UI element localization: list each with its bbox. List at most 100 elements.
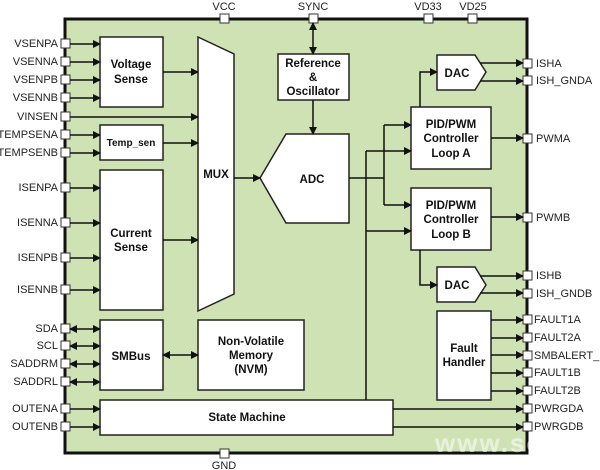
pin-pwma: PWMA [522,133,571,145]
dac-b-block: DAC [436,266,487,303]
pin-isha: ISHA [522,58,562,70]
svg-text:PID/PWM: PID/PWM [426,200,476,212]
svg-text:Loop B: Loop B [431,229,471,241]
voltage-sense-block: Voltage Sense [99,36,164,108]
svg-text:Non-Volatile: Non-Volatile [218,336,284,348]
svg-text:VINSEN: VINSEN [17,111,58,123]
svg-text:ISH_GNDB: ISH_GNDB [536,288,592,300]
svg-text:Memory: Memory [229,350,274,362]
pin-pwrgda: PWRGDA [522,403,584,415]
pin-pwmb: PWMB [522,212,570,224]
pin-sync [308,13,319,24]
right-pins: ISHA ISH_GNDA PWMA PWMB ISHB ISH_GNDB FA… [522,58,600,433]
pin-label-sync: SYNC [298,1,329,13]
pin-tempsena: TEMPSENA [0,129,71,141]
pin-saddrl: SADDRL [13,376,71,388]
svg-text:SMBALERT_N: SMBALERT_N [534,350,600,362]
svg-text:SADDRL: SADDRL [13,376,58,388]
svg-text:ISHB: ISHB [536,270,562,282]
current-sense-block: Current Sense [99,169,164,311]
svg-text:VSENNA: VSENNA [13,56,59,68]
dac-a-block: DAC [436,54,487,91]
watermark: www.so...cn [434,428,600,458]
pin-label-vcc: VCC [212,1,235,13]
pin-outenb: OUTENB [12,421,71,433]
svg-text:FAULT2B: FAULT2B [534,385,581,397]
svg-text:SCL: SCL [37,340,58,352]
svg-text:ISENNB: ISENNB [17,284,58,296]
svg-text:DAC: DAC [445,68,470,80]
connections [69,22,524,431]
pin-fault1a: FAULT1A [522,314,582,326]
svg-text:Handler: Handler [443,357,486,369]
svg-text:VSENPB: VSENPB [13,74,58,86]
smbus-block: SMBus [99,319,164,391]
svg-text:Controller: Controller [424,214,479,226]
svg-text:OUTENB: OUTENB [12,421,58,433]
pin-fault2b: FAULT2B [522,385,581,397]
pin-saddrm: SADDRM [10,358,71,370]
pin-gnd [219,448,230,459]
svg-text:TEMPSENA: TEMPSENA [0,129,59,141]
pin-vsenna: VSENNA [13,56,71,68]
reference-oscillator-block: Reference & Oscillator [277,53,350,101]
svg-text:ISENNA: ISENNA [17,217,59,229]
mux-block: MUX [197,35,235,313]
top-pins: VCC SYNC VD33 VD25 [212,1,487,24]
pin-vsennb: VSENNB [13,92,71,104]
pin-ish-gndb: ISH_GNDB [522,288,592,300]
svg-text:ADC: ADC [300,174,325,186]
temp-sen-block: Temp_sen [99,124,164,161]
svg-text:SADDRM: SADDRM [10,358,58,370]
pin-sda: SDA [35,323,71,335]
svg-text:PWRGDB: PWRGDB [534,421,584,433]
svg-text:Current: Current [110,228,152,240]
pin-isenpa: ISENPA [18,182,71,194]
pin-label-vd33: VD33 [414,1,442,13]
pin-isenpb: ISENPB [18,252,71,264]
svg-text:OUTENA: OUTENA [12,403,59,415]
svg-text:Voltage: Voltage [111,59,152,71]
svg-text:ISHA: ISHA [536,58,562,70]
svg-text:ISENPB: ISENPB [18,252,58,264]
svg-text:VSENPA: VSENPA [14,38,58,50]
svg-text:Sense: Sense [114,74,148,86]
svg-text:FAULT1B: FAULT1B [534,367,581,379]
pin-ishb: ISHB [522,270,562,282]
svg-text:PWMB: PWMB [536,212,570,224]
svg-text:PWMA: PWMA [536,133,571,145]
svg-text:Fault: Fault [450,343,478,355]
pin-vd33 [423,13,434,24]
pin-vsenpa: VSENPA [14,38,71,50]
left-pins: VSENPA VSENNA VSENPB VSENNB VINSEN TEMPS… [0,38,71,433]
pin-vsenpb: VSENPB [13,74,71,86]
pin-label-vd25: VD25 [459,1,487,13]
svg-text:MUX: MUX [203,169,229,181]
nvm-block: Non-Volatile Memory (NVM) [197,319,305,391]
pin-ish-gnda: ISH_GNDA [522,75,593,87]
svg-text:State Machine: State Machine [208,412,285,424]
svg-text:Loop A: Loop A [431,148,470,160]
pin-scl: SCL [37,340,71,352]
pin-label-gnd: GND [212,460,237,470]
pin-tempsenb: TEMPSENB [0,147,71,159]
svg-text:PWRGDA: PWRGDA [534,403,584,415]
pin-fault1b: FAULT1B [522,367,581,379]
svg-text:Reference: Reference [285,58,341,70]
state-machine-block: State Machine [99,399,394,436]
svg-text:(NVM): (NVM) [234,364,267,376]
svg-text:SDA: SDA [35,323,58,335]
svg-text:&: & [309,72,317,84]
pin-vcc [219,13,230,24]
fault-handler-block: Fault Handler [436,310,492,401]
svg-text:PID/PWM: PID/PWM [426,119,476,131]
pin-smbalert-n: SMBALERT_N [522,350,600,362]
pin-outena: OUTENA [12,403,71,415]
svg-text:Controller: Controller [424,133,479,145]
pin-vd25 [467,13,478,24]
pid-pwm-loop-a-block: PID/PWM Controller Loop A [410,106,492,170]
svg-text:SMBus: SMBus [112,351,151,363]
adc-block: ADC [259,133,350,224]
pin-fault2a: FAULT2A [522,332,582,344]
svg-text:VSENNB: VSENNB [13,92,58,104]
